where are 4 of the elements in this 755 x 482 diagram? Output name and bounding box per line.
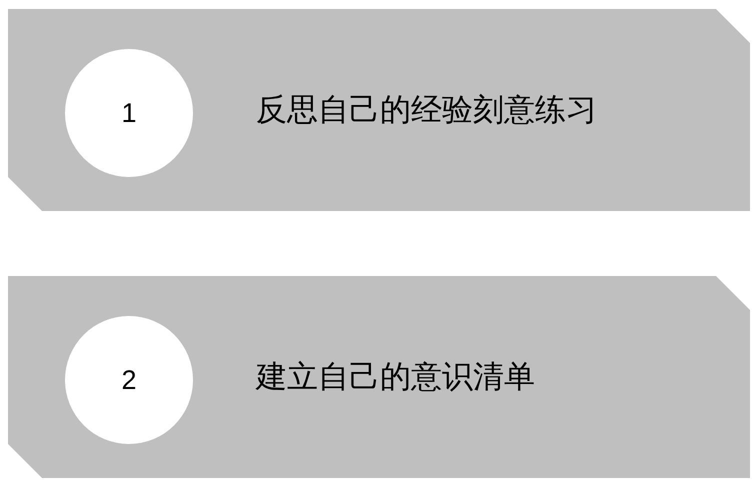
step-title: 反思自己的经验刻意练习 [256, 92, 597, 128]
banner [8, 276, 750, 478]
step-title: 建立自己的意识清单 [256, 359, 535, 395]
banner [8, 9, 750, 211]
